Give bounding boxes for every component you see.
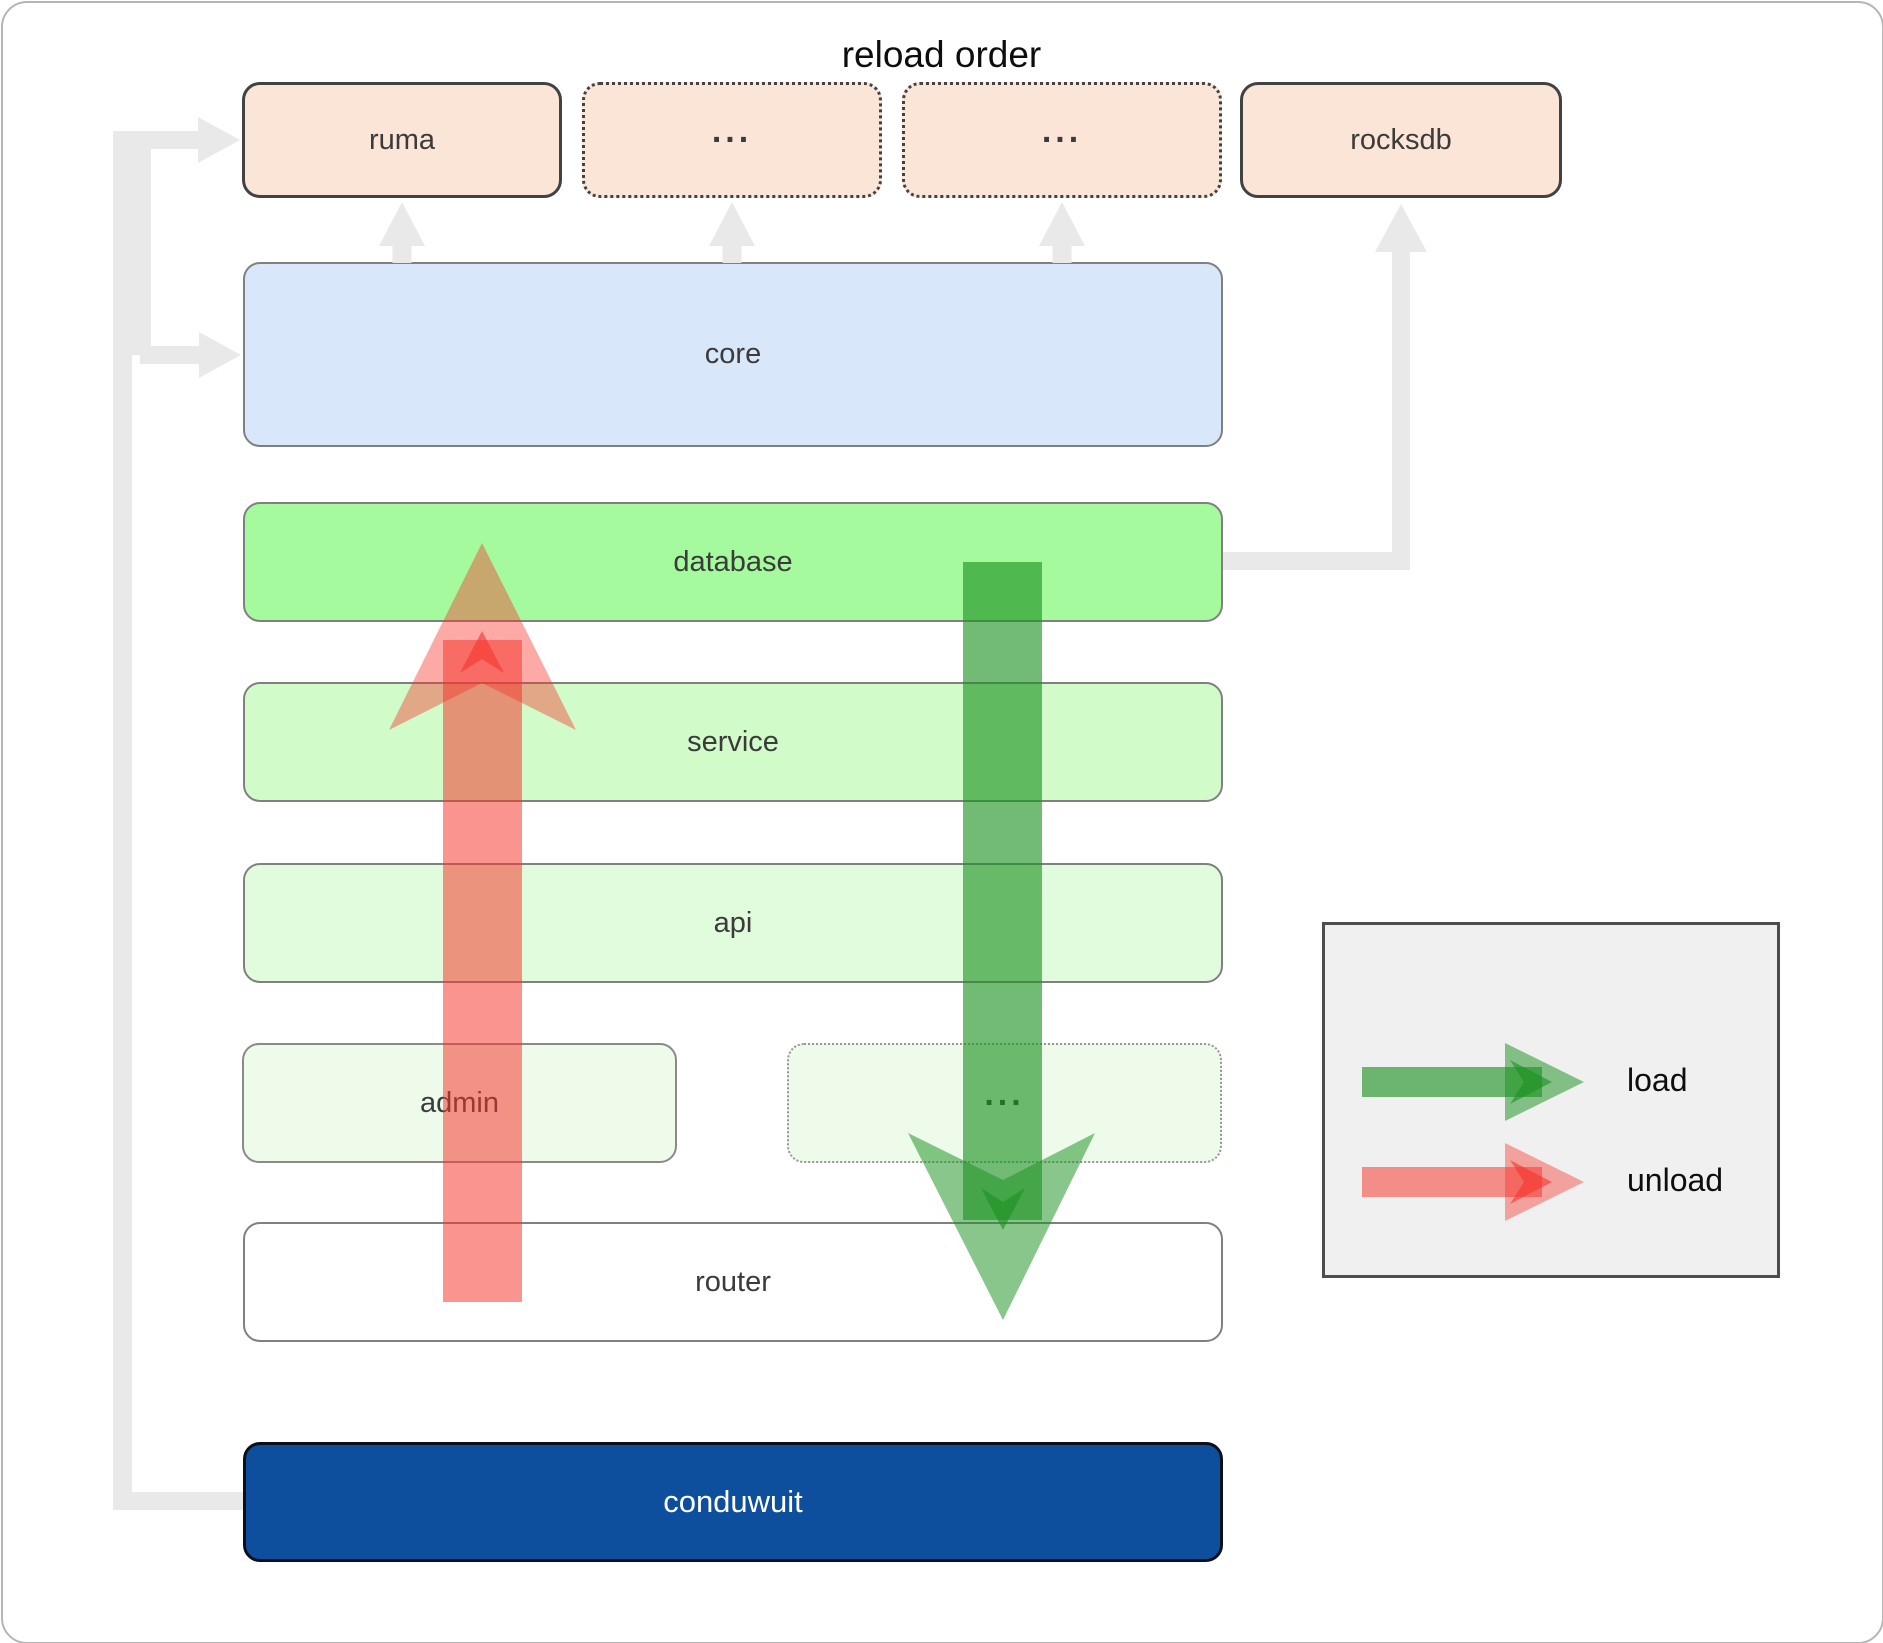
node-ellipsis-2: ...	[902, 82, 1222, 198]
legend-panel	[1322, 922, 1780, 1278]
legend-title: reload order	[841, 34, 1042, 75]
node-label: ...	[1041, 111, 1083, 150]
node-label: ...	[711, 111, 753, 150]
node-database: database	[243, 502, 1223, 622]
node-conduwuit: conduwuit	[243, 1442, 1223, 1562]
node-label: rocksdb	[1350, 123, 1452, 156]
legend-unload-label: unload	[1627, 1162, 1724, 1198]
node-ellipsis-3: ...	[787, 1043, 1222, 1163]
node-label: router	[695, 1265, 771, 1298]
node-label: database	[673, 545, 793, 578]
node-rocksdb: rocksdb	[1240, 82, 1562, 198]
node-label: ruma	[368, 123, 436, 156]
node-router: router	[243, 1222, 1223, 1342]
connector-database-to-rocksdb-arrow	[1223, 204, 1427, 570]
connector-to-core-arrow	[140, 332, 241, 378]
connector-to-ruma-arrow	[120, 117, 240, 355]
node-label: core	[704, 338, 762, 370]
node-label: service	[687, 725, 779, 758]
connector-core-to-ellipsis2-arrow	[1039, 202, 1085, 263]
connector-core-to-ellipsis1-arrow	[709, 202, 755, 263]
node-label: api	[713, 906, 753, 939]
node-ellipsis-1: ...	[582, 82, 882, 198]
node-service: service	[243, 682, 1223, 802]
legend-load-label: load	[1627, 1062, 1688, 1098]
node-core: core	[243, 262, 1223, 447]
node-admin: admin	[242, 1043, 677, 1163]
node-ruma: ruma	[242, 82, 562, 198]
node-api: api	[243, 863, 1223, 983]
node-label: ...	[984, 1074, 1025, 1113]
connector-conduwuit-trunk	[113, 131, 243, 1510]
connector-core-to-ruma-arrow	[379, 202, 425, 263]
node-label: admin	[420, 1086, 499, 1119]
node-label: conduwuit	[663, 1484, 803, 1519]
